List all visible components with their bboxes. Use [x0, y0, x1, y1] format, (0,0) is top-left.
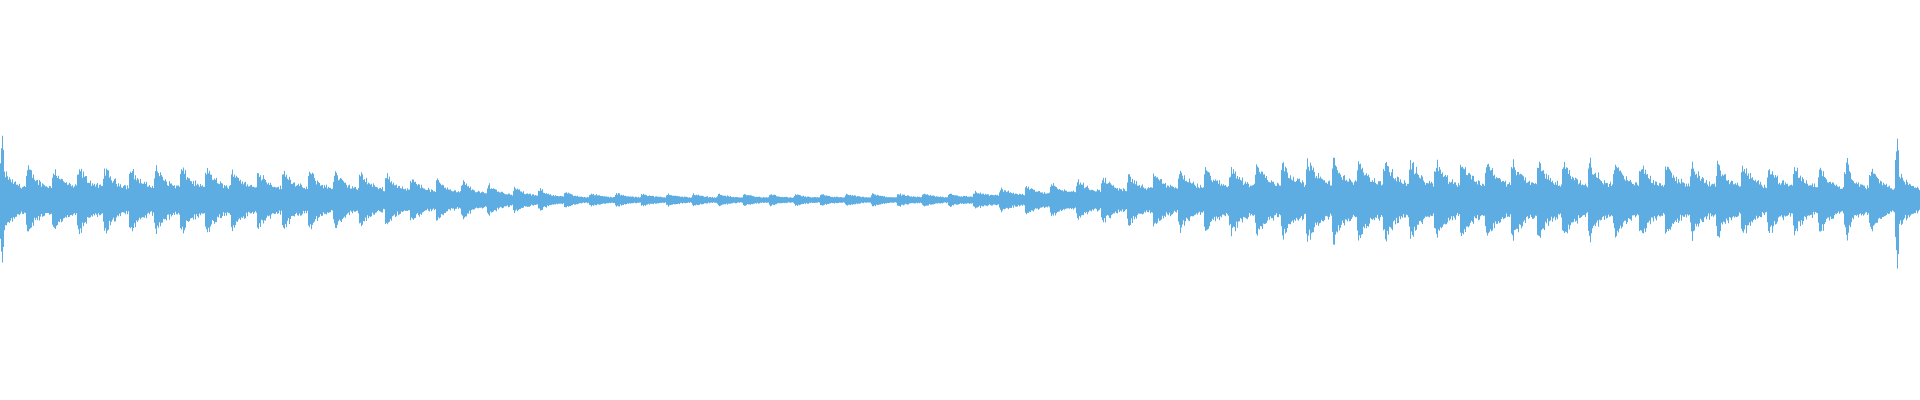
- waveform-path: [0, 135, 1920, 269]
